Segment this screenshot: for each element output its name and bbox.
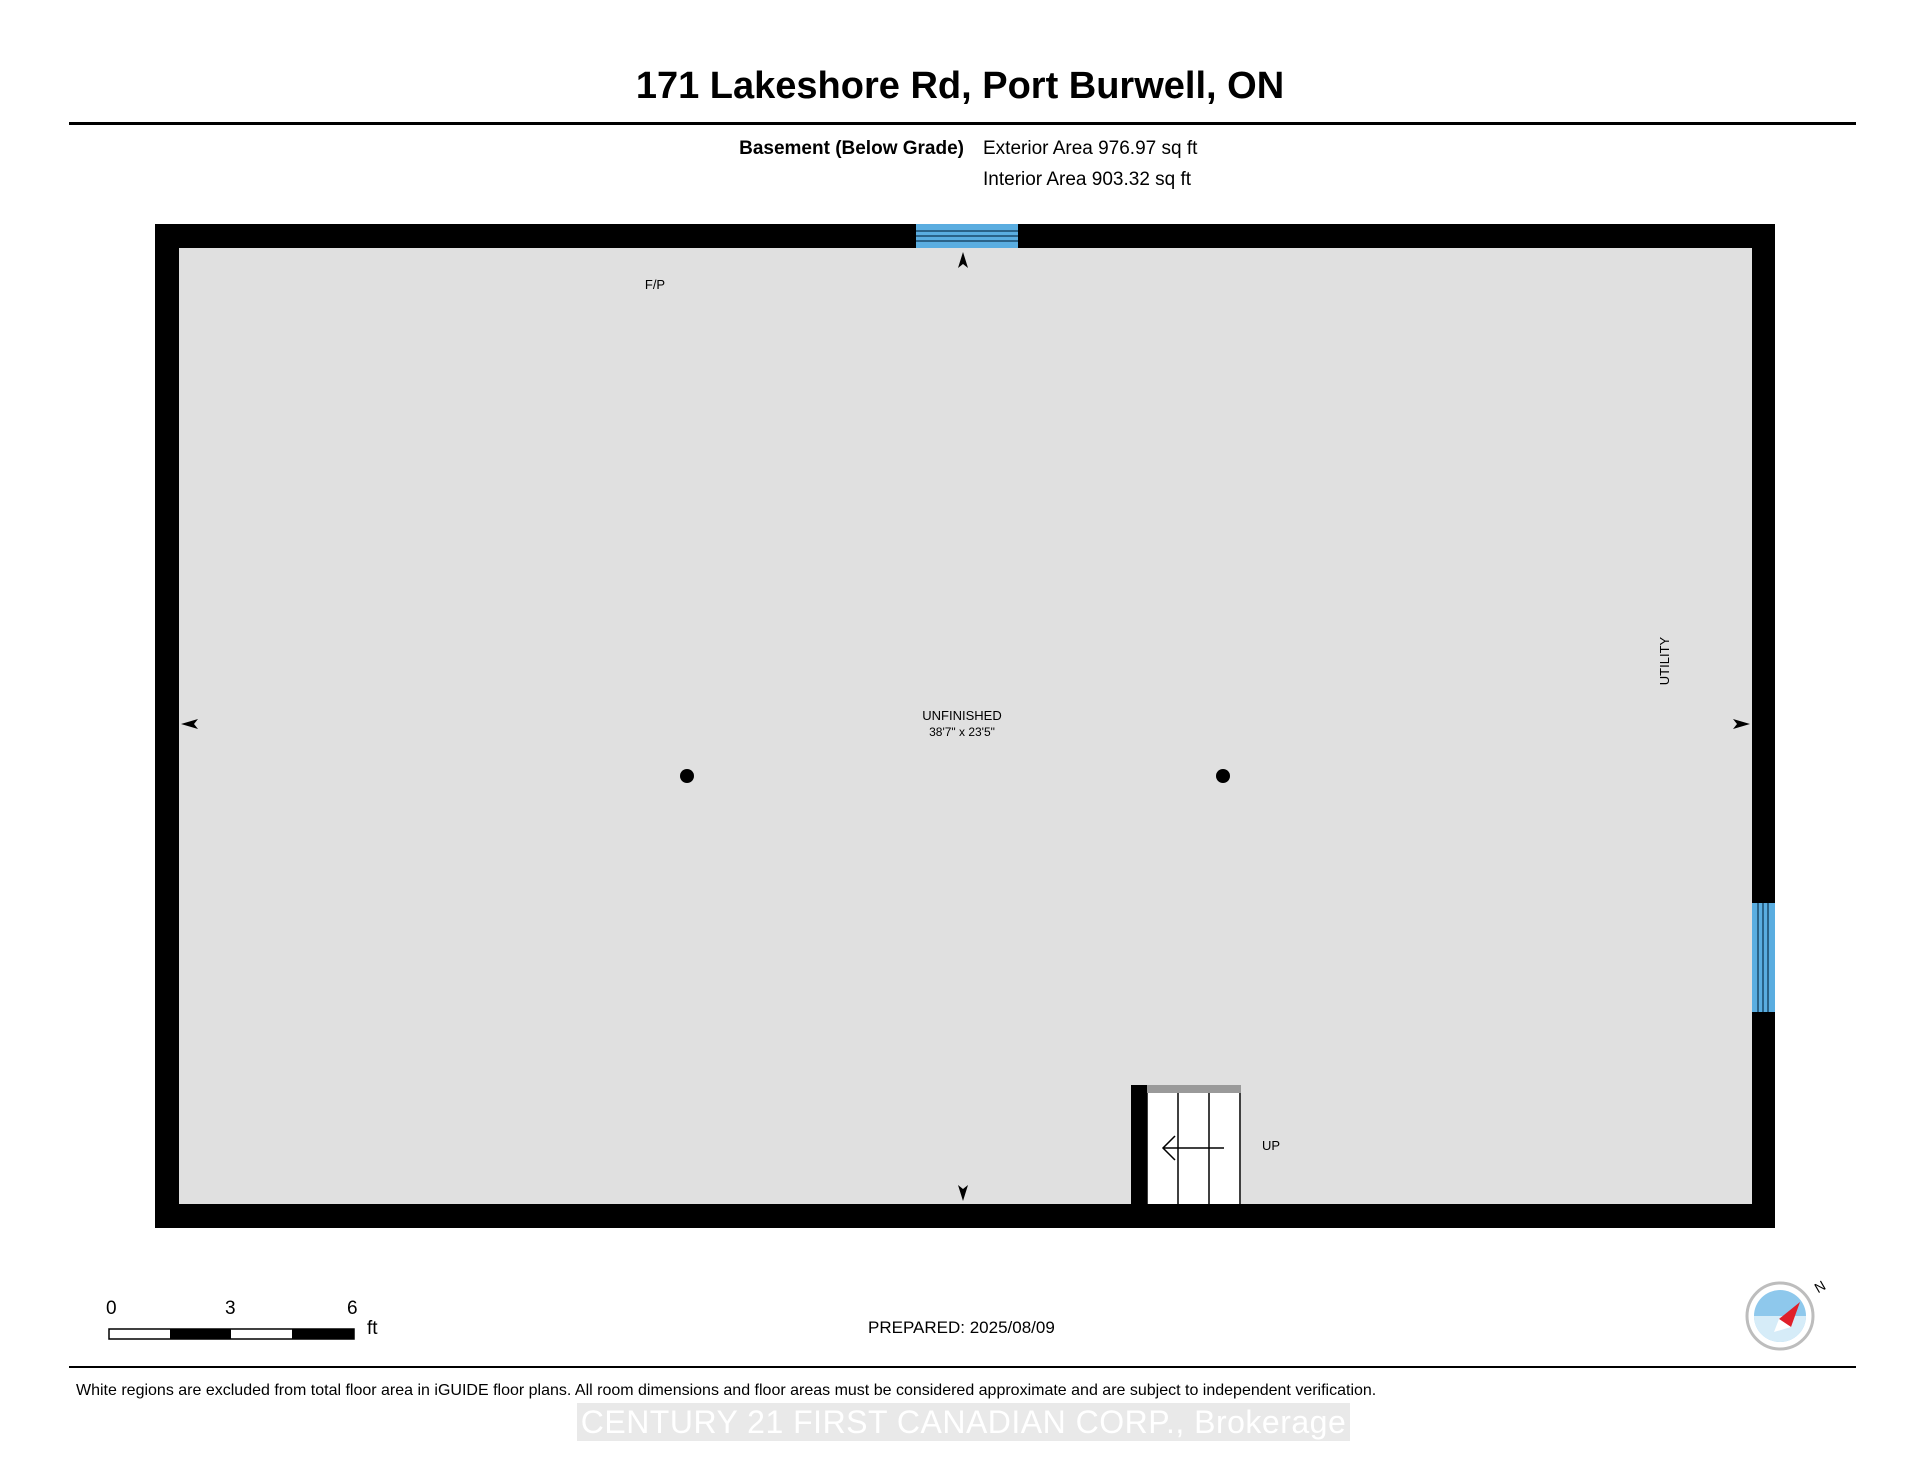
floor-label: Basement (Below Grade) [739, 138, 964, 159]
brokerage-watermark: CENTURY 21 FIRST CANADIAN CORP., Brokera… [577, 1403, 1350, 1441]
window-right [1752, 903, 1775, 1012]
disclaimer-text: White regions are excluded from total fl… [76, 1382, 1377, 1399]
dimension-arrow-right [1733, 719, 1750, 729]
compass-icon: N [1745, 1277, 1829, 1351]
room-name: UNFINISHED [922, 708, 1001, 723]
dimension-arrow-bottom [958, 1185, 968, 1201]
scale-unit: ft [367, 1318, 378, 1339]
exterior-area: Exterior Area 976.97 sq ft [983, 138, 1198, 159]
dimension-arrow-left [181, 719, 198, 729]
support-post [680, 769, 694, 783]
stairs [1131, 1085, 1241, 1204]
prepared-date: PREPARED: 2025/08/09 [868, 1318, 1055, 1337]
room-dimensions: 38'7" x 23'5" [929, 725, 995, 739]
scale-bar [108, 1328, 355, 1340]
dimension-arrow-top [958, 252, 968, 268]
support-post [1216, 769, 1230, 783]
room-floor [179, 248, 1752, 1204]
interior-area: Interior Area 903.32 sq ft [983, 169, 1192, 190]
page-title: 171 Lakeshore Rd, Port Burwell, ON [635, 65, 1285, 107]
header-divider [69, 122, 1856, 125]
scale-tick-6: 6 [347, 1298, 358, 1319]
scale-tick-0: 0 [106, 1298, 117, 1319]
scale-tick-3: 3 [225, 1298, 236, 1319]
label-utility: UTILITY [1657, 636, 1672, 685]
footer-divider [69, 1366, 1856, 1368]
label-stairs-up: UP [1262, 1138, 1280, 1153]
label-fp: F/P [645, 277, 665, 292]
window-top [916, 224, 1018, 248]
compass-north-label: N [1812, 1277, 1829, 1296]
